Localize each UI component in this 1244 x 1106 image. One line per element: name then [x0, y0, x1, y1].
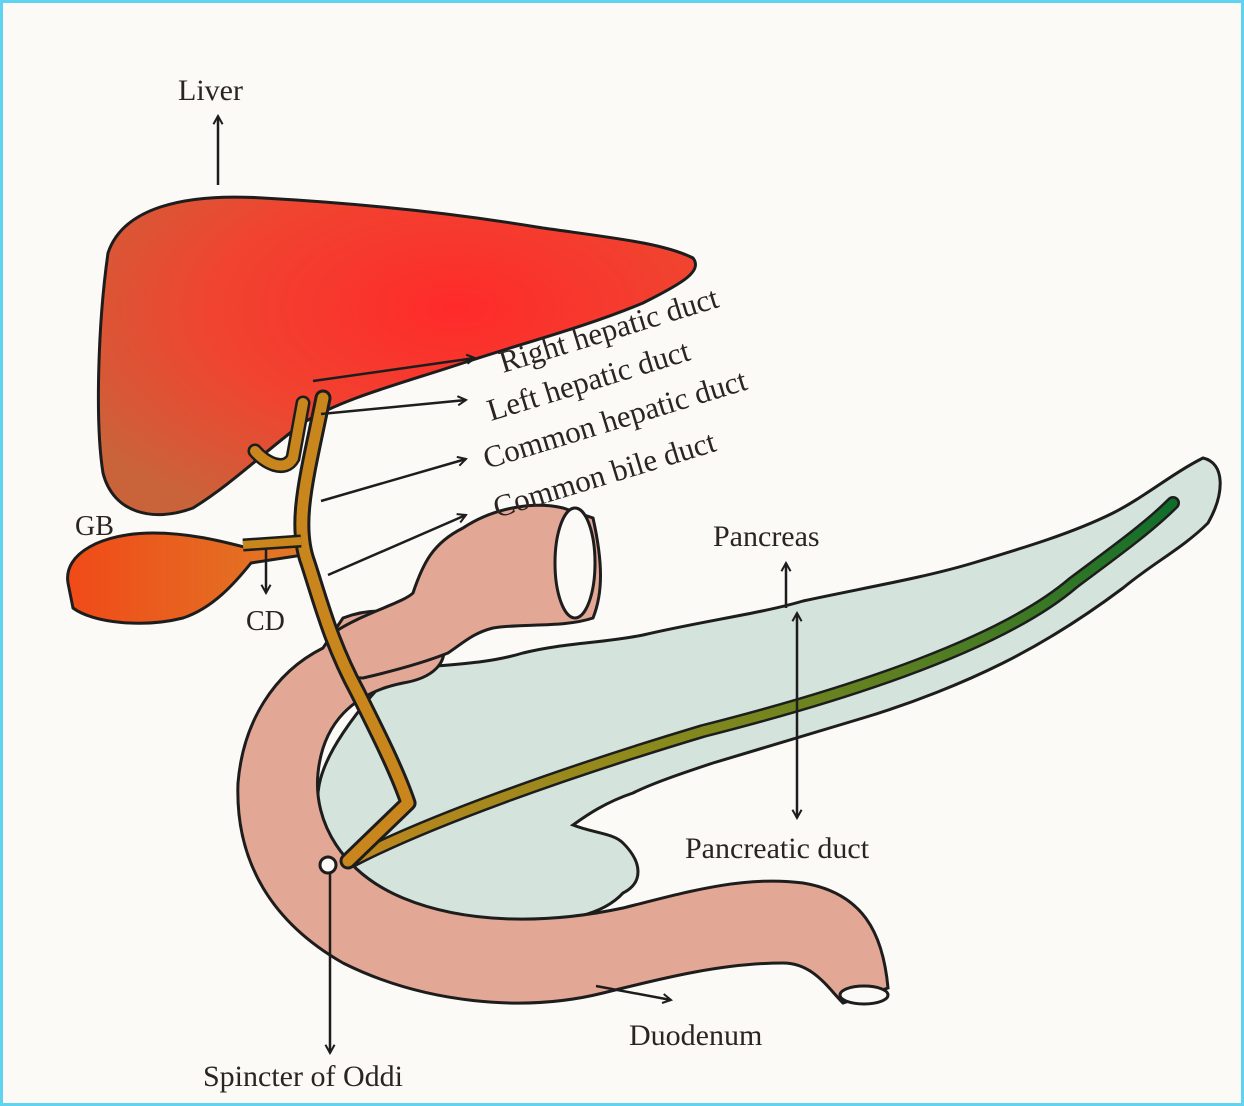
sphincter-ring: [320, 857, 336, 873]
digestive-anatomy-diagram: Liver Right hepatic duct Left hepatic du…: [3, 3, 1241, 1103]
duodenum-opening-bottom: [840, 986, 888, 1004]
label-sphincter-of-oddi: Spincter of Oddi: [203, 1060, 403, 1093]
label-pancreatic-duct: Pancreatic duct: [685, 832, 870, 865]
common-hepatic-arrow: [321, 459, 466, 501]
label-cd: CD: [246, 606, 285, 637]
label-pancreas: Pancreas: [713, 520, 820, 553]
label-liver: Liver: [178, 74, 243, 107]
label-duodenum: Duodenum: [629, 1019, 762, 1052]
duodenum-opening-top: [555, 508, 595, 618]
label-gb: GB: [75, 511, 114, 542]
